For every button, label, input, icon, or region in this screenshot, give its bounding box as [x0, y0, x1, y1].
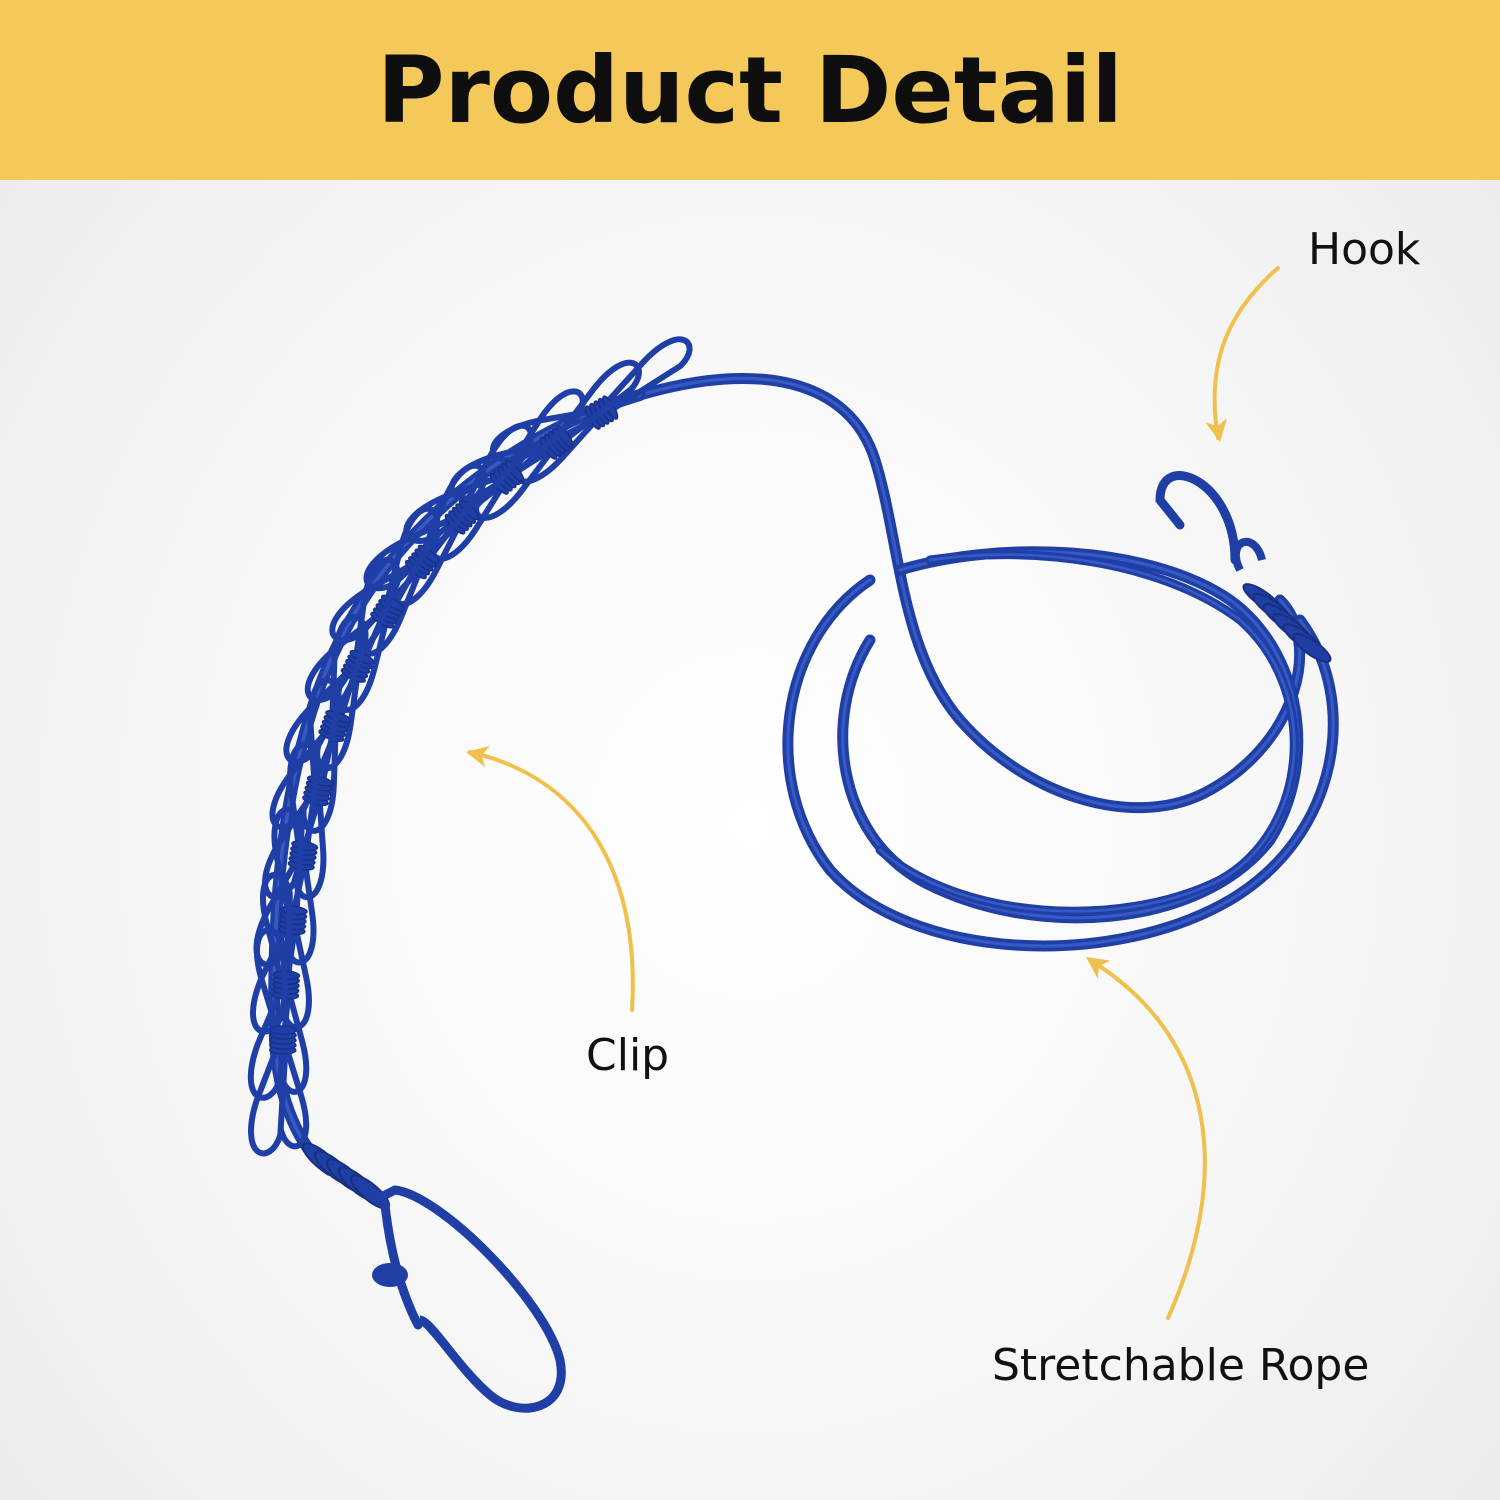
hook-wrap-coil [1292, 633, 1332, 663]
clip-wire-right [597, 336, 693, 418]
clip-wire-right [352, 556, 401, 669]
arrow-rope-head-shape [1086, 957, 1111, 979]
arrow-hook-head [1205, 418, 1228, 442]
arrow-clip-head-shape [466, 745, 490, 768]
clip-wire-lower [277, 1039, 310, 1150]
clip-wire-right [417, 462, 488, 566]
page-title: Product Detail [377, 36, 1123, 144]
hook-eyelet [1231, 537, 1266, 572]
rope-inner-loop-shine [878, 553, 1296, 913]
clip-wire-right [552, 359, 642, 448]
clip-wire-right [287, 741, 321, 857]
arrow-clip [468, 750, 635, 1012]
carabiner-hook-icon [301, 1142, 566, 1413]
clips-cluster [247, 336, 693, 1176]
callout-arrows [466, 266, 1280, 1320]
clip-wire-right [307, 677, 343, 793]
arrow-hook-head-shape [1205, 418, 1228, 442]
clip-wire-upper [248, 1038, 289, 1157]
arrow-rope [1088, 958, 1207, 1320]
clip-spring-coil [269, 1025, 297, 1035]
clip-wire-right [502, 388, 586, 482]
clip-13 [248, 927, 310, 1157]
rope-upper-loop-shine [638, 376, 1302, 810]
clip-wire-right [259, 871, 293, 986]
clip-wire-right [253, 927, 289, 1041]
clip-6 [304, 505, 441, 713]
clip-wire-upper [250, 918, 299, 1035]
hook-wire [1155, 471, 1240, 565]
callout-clip-label: Clip [586, 1030, 670, 1081]
header-banner: Product Detail [0, 0, 1500, 180]
hook-icon [1155, 471, 1332, 663]
clip-wire-right [382, 505, 441, 615]
arrow-rope-head [1086, 957, 1111, 979]
arrow-clip-head [466, 745, 490, 768]
callout-hook-label: Hook [1308, 224, 1421, 275]
clip-wire-upper [329, 557, 427, 644]
carabiner-body [372, 1185, 566, 1413]
arrow-hook [1212, 266, 1280, 440]
callout-rope-label: Stretchable Rope [992, 1340, 1370, 1391]
clip-wire-right [329, 614, 369, 728]
clip-wire-right [457, 422, 535, 522]
rope-outer-loop-shine [786, 578, 1335, 948]
clip-wire-right [271, 806, 305, 921]
carabiner-knot [372, 1263, 408, 1287]
stretchable-rope-coil [634, 373, 1339, 952]
